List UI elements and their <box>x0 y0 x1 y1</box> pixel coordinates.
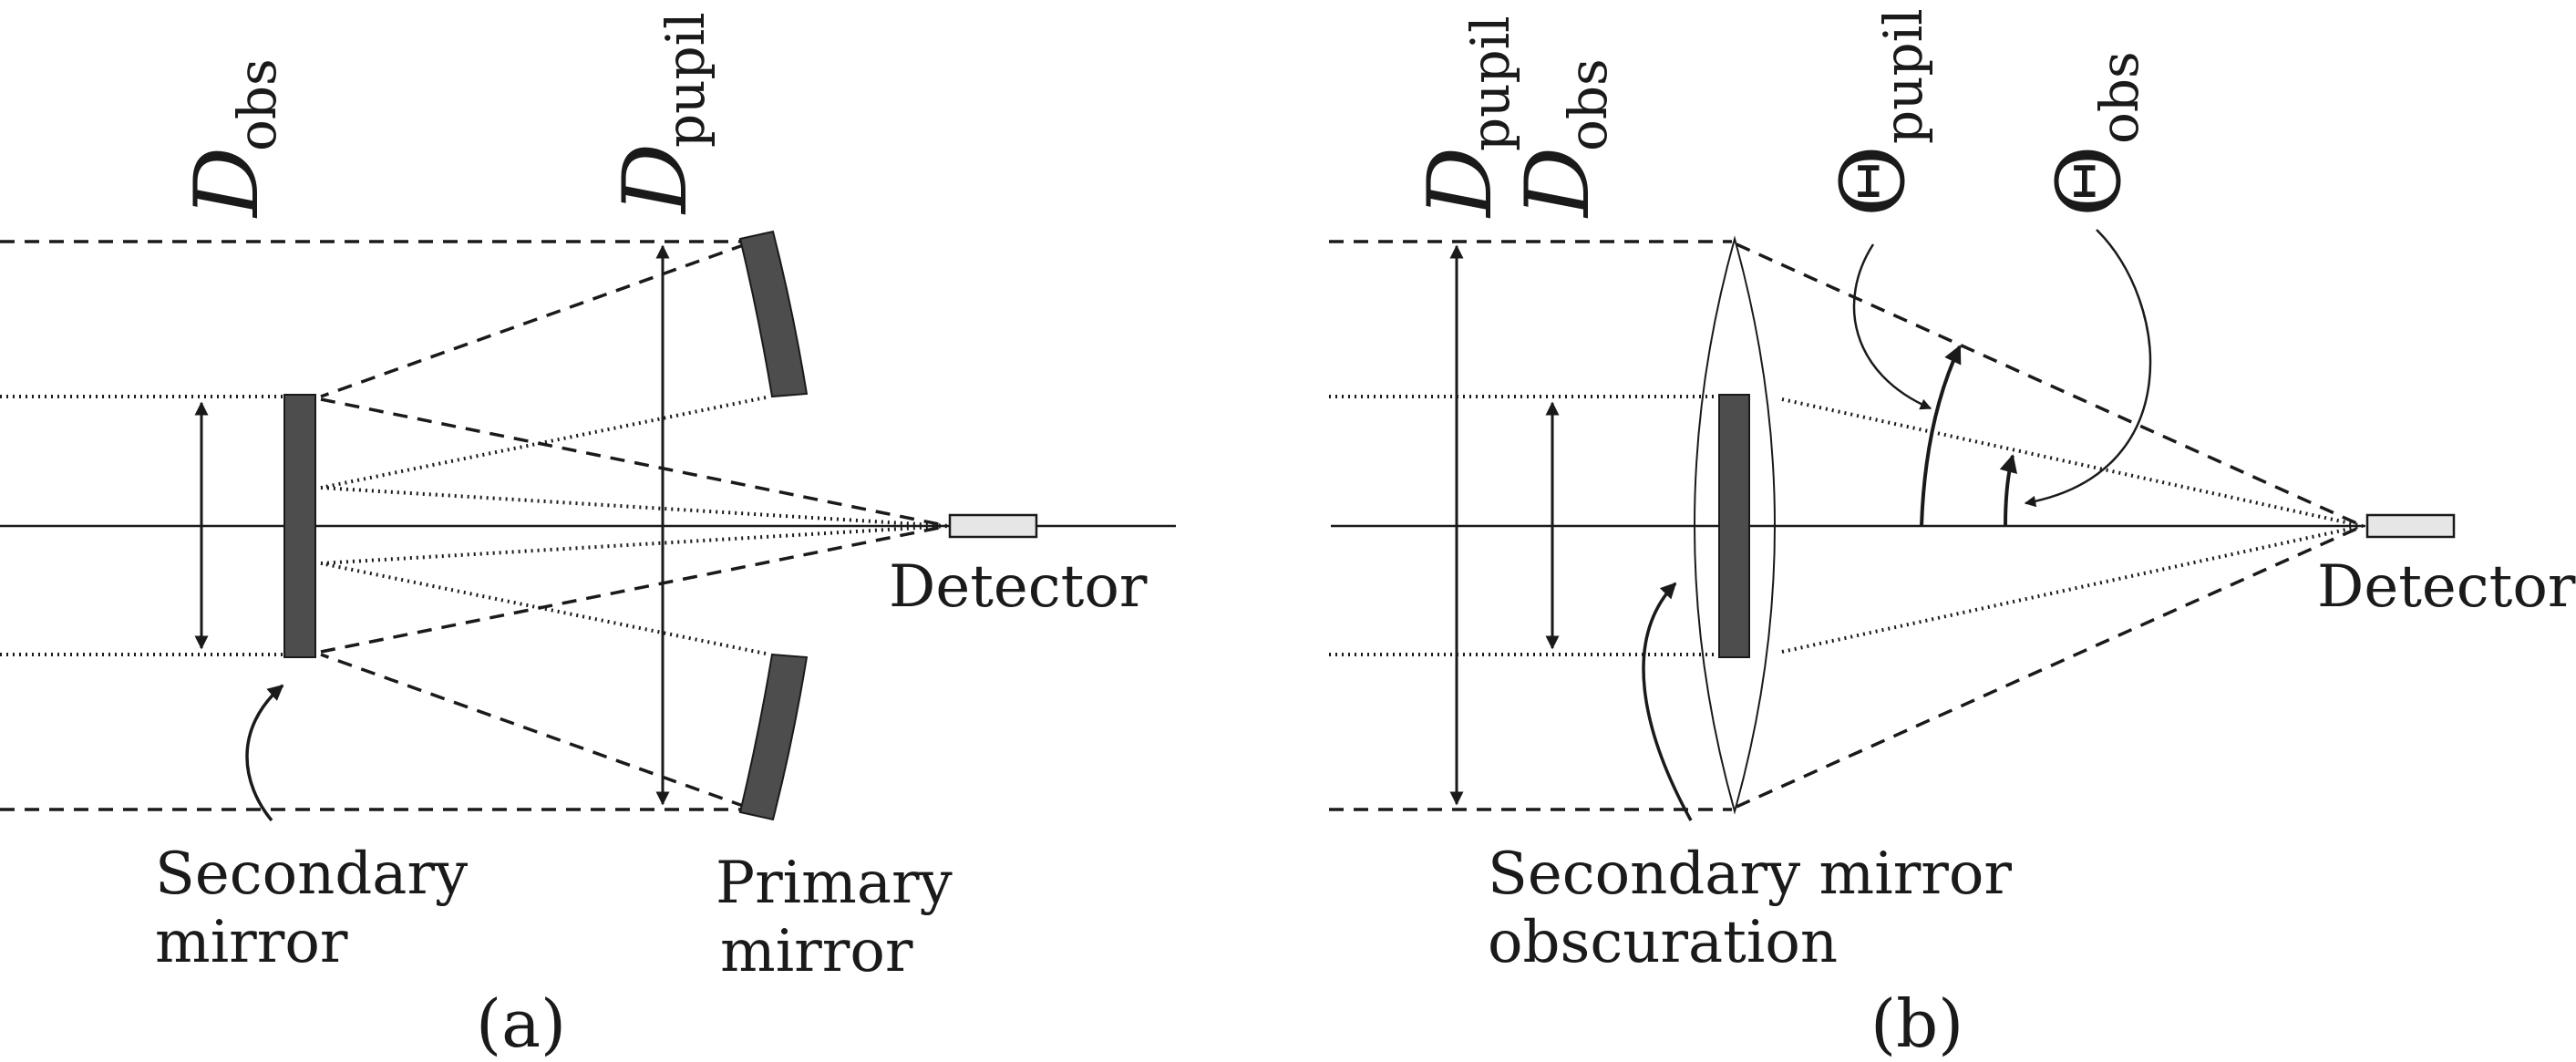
obscuration-label-line2-b: obscuration <box>1488 909 1838 976</box>
pupil-reflect-bottom-a <box>320 653 747 809</box>
lens-b <box>1694 235 1776 815</box>
dobs-subscript-a: obs <box>226 58 288 151</box>
dpupil-subscript-a: pupil <box>654 12 716 148</box>
dpupil-subscript-b: pupil <box>1459 15 1521 151</box>
primary-label-line1-a: Primary <box>716 850 953 917</box>
dpupil-symbol-a: D <box>604 143 706 215</box>
sec-to-det-dash-top-a <box>320 397 949 528</box>
primary-mirror-top-a <box>738 230 809 398</box>
panel-a: D obs D pupil Detector Secondary mirror … <box>0 12 1176 1062</box>
dpupil-symbol-b: D <box>1409 147 1511 219</box>
theta-pupil-pointer-b <box>1852 243 1932 410</box>
theta-pupil-arc-b <box>1920 345 1962 527</box>
secondary-pointer-a <box>245 684 284 822</box>
obs-reflect-bottom-a <box>320 562 767 655</box>
lens-to-det-dash-bottom-b <box>1736 524 2364 809</box>
obscuration-pointer-b <box>1642 582 1693 821</box>
lens-to-det-dot-top-b <box>1781 397 2364 528</box>
detector-b <box>2365 513 2456 539</box>
obscuration-label-line1-b: Secondary mirror <box>1488 840 2012 908</box>
theta-obs-subscript-b: obs <box>2088 51 2150 144</box>
theta-obs-arc-b <box>1999 454 2018 527</box>
detector-label-a: Detector <box>889 553 1148 621</box>
secondary-label-line1-a: Secondary <box>155 840 468 908</box>
obs-reflect-top-a <box>320 396 767 490</box>
theta-pupil-subscript-b: pupil <box>1872 8 1934 144</box>
panel-b: D pupil D obs Θ pupil Θ obs Detector Sec… <box>1329 8 2576 1062</box>
dobs-subscript-b: obs <box>1557 58 1619 151</box>
primary-label-line2-a: mirror <box>720 918 913 985</box>
caption-a: (a) <box>476 985 566 1062</box>
lens-to-det-dash-top-b <box>1736 242 2364 528</box>
dobs-symbol-b: D <box>1507 147 1609 219</box>
theta-pupil-symbol-b: Θ <box>1822 145 1924 217</box>
detector-a <box>948 513 1038 539</box>
sec-to-det-dot-bottom-a <box>320 524 949 565</box>
sec-to-det-dot-top-a <box>320 486 949 528</box>
caption-b: (b) <box>1870 985 1963 1062</box>
lens-to-det-dot-bottom-b <box>1781 524 2364 654</box>
detector-label-b: Detector <box>2317 553 2576 621</box>
secondary-label-line2-a: mirror <box>155 909 348 976</box>
secondary-mirror-a <box>283 394 316 658</box>
pupil-reflect-top-a <box>320 242 747 398</box>
dobs-symbol-a: D <box>176 147 278 219</box>
sec-to-det-dash-bottom-a <box>320 524 949 654</box>
obscuration-b <box>1718 394 1750 658</box>
theta-obs-symbol-b: Θ <box>2038 145 2140 217</box>
primary-mirror-bottom-a <box>738 653 809 821</box>
theta-obs-pointer-b <box>2024 229 2152 508</box>
